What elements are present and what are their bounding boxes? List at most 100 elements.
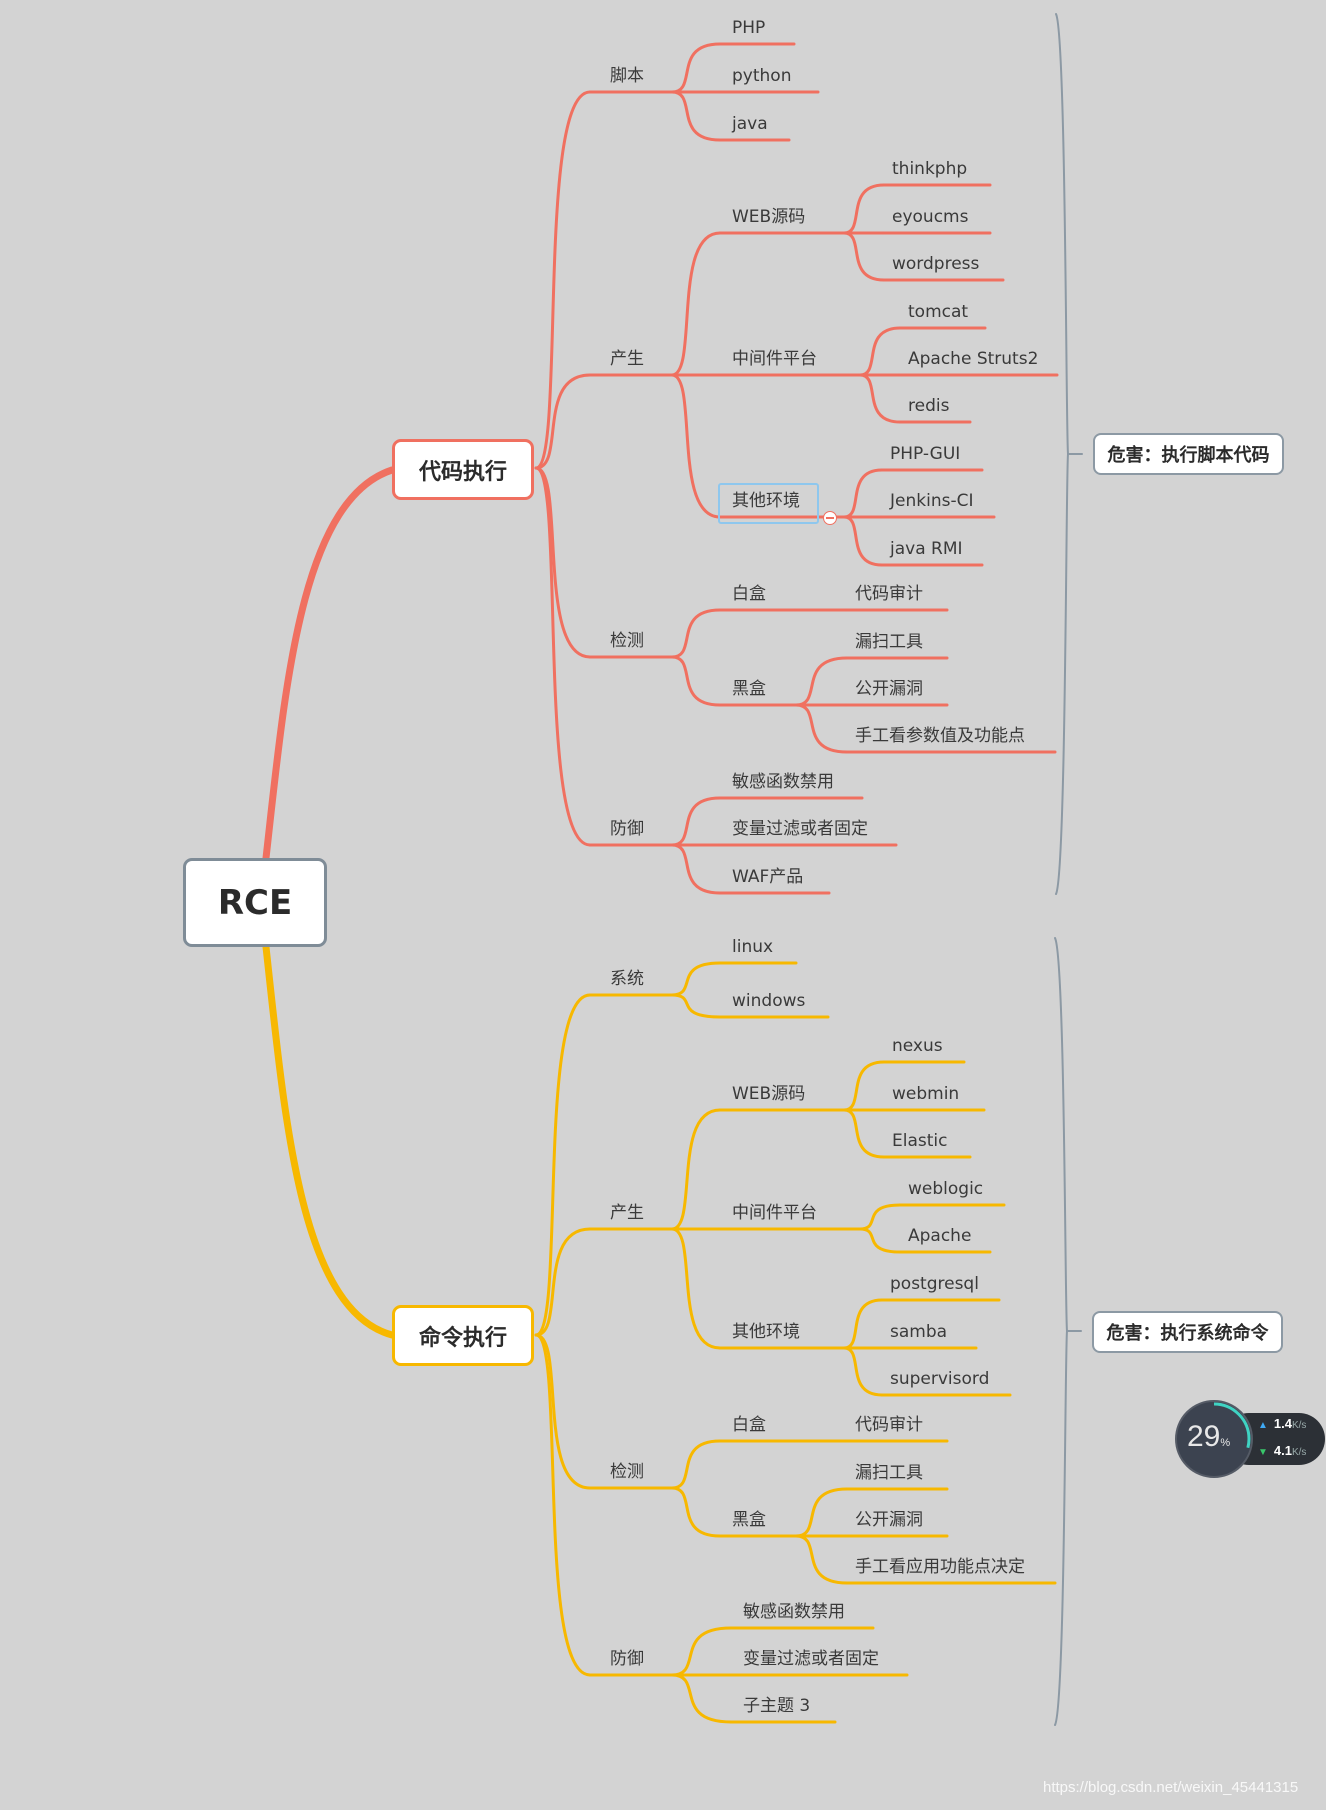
edge-cmd-l3-1-1-0 [858,1203,902,1231]
topic-code-l1-2[interactable]: 检测 [610,631,644,651]
edge-code-l2-0-0 [670,42,722,94]
topic-code-l3-2-1-2[interactable]: 手工看参数值及功能点 [855,726,1025,746]
topic-cmd-l3-1-2-1[interactable]: samba [890,1322,948,1342]
edge-cmd-l1-1 [534,1227,592,1337]
topic-code-l2-1-0[interactable]: WEB源码 [732,207,806,227]
topic-cmd-l2-3-2[interactable]: 子主题 3 [743,1696,811,1716]
edge-cmd-l2-2-1 [670,1486,722,1538]
topic-code-l3-1-1-0[interactable]: tomcat [908,302,969,322]
topic-code-l3-2-1-1[interactable]: 公开漏洞 [855,679,923,699]
topic-code-l2-3-2[interactable]: WAF产品 [732,867,804,887]
edge-code-l3-1-0-0 [842,183,886,235]
topic-cmd-l2-0-0[interactable]: linux [732,937,774,957]
topic-cmd-l1-0[interactable]: 系统 [610,969,644,989]
topic-cmd-l1-2[interactable]: 检测 [610,1462,644,1482]
edge-code-l2-2-0 [670,608,722,659]
edge-cmd-l2-1-0 [670,1108,722,1231]
topic-cmd-l3-1-0-1[interactable]: webmin [892,1084,960,1104]
edge-cmd-l3-2-1-2 [794,1534,849,1585]
edge-cmd-l2-3-2 [670,1673,733,1724]
topic-code-l2-0-0[interactable]: PHP [732,18,766,38]
topic-code-l3-1-2-2[interactable]: java RMI [890,539,963,559]
summary-node-code-exec[interactable]: 危害：执行脚本代码 [1093,433,1284,475]
topic-code-l2-3-0[interactable]: 敏感函数禁用 [732,772,834,792]
topic-code-l1-0[interactable]: 脚本 [610,66,644,86]
topic-cmd-l2-1-0[interactable]: WEB源码 [732,1084,806,1104]
network-speed-widget[interactable]: 29% ▲1.4K/s ▼4.1K/s [1175,1400,1325,1478]
topic-cmd-l2-3-1[interactable]: 变量过滤或者固定 [743,1649,879,1669]
topic-code-l3-2-0-0[interactable]: 代码审计 [855,584,923,604]
topic-cmd-l1-3[interactable]: 防御 [610,1649,644,1669]
edge-cmd-l1-3 [534,1333,592,1677]
topic-cmd-l3-1-0-0[interactable]: nexus [892,1036,943,1056]
topic-code-l3-1-0-1[interactable]: eyoucms [892,207,969,227]
edge-cmd-l3-1-0-0 [842,1060,886,1112]
edge-cmd-l2-0-0 [670,961,722,997]
upload-arrow-icon: ▲ [1258,1420,1268,1431]
topic-code-l2-0-2[interactable]: java [732,114,768,134]
topic-code-l2-1-2[interactable]: 其他环境 [732,491,800,511]
edge-code-l2-3-2 [670,843,722,895]
edge-code-l2-1-2 [670,373,722,519]
download-speed: ▼4.1K/s [1258,1443,1307,1458]
topic-cmd-l2-2-1[interactable]: 黑盒 [732,1510,766,1530]
topic-code-l1-1[interactable]: 产生 [610,349,644,369]
topic-cmd-l3-1-2-0[interactable]: postgresql [890,1274,979,1294]
edge-cmd-l2-1-2 [670,1227,722,1350]
edge-code-l2-3-0 [670,796,722,847]
edge-cmd-l3-1-2-0 [842,1298,884,1350]
topic-cmd-l3-2-0-0[interactable]: 代码审计 [855,1415,923,1435]
summary-bracket-cmd [1054,937,1069,1726]
branch-node-cmd-exec[interactable]: 命令执行 [392,1305,534,1366]
topic-code-l3-1-0-0[interactable]: thinkphp [892,159,968,179]
topic-code-l3-1-0-2[interactable]: wordpress [892,254,980,274]
edge-code-l3-1-2-0 [842,468,884,519]
collapse-toggle-icon[interactable] [823,511,837,525]
topic-code-l3-1-2-0[interactable]: PHP-GUI [890,444,961,464]
root-edge-code-exec [262,466,396,862]
summary-node-cmd-exec[interactable]: 危害：执行系统命令 [1092,1311,1283,1353]
topic-code-l3-1-2-1[interactable]: Jenkins-CI [890,491,974,511]
topic-cmd-l2-0-1[interactable]: windows [732,991,806,1011]
summary-bracket-code [1055,13,1070,895]
edge-cmd-l3-1-0-2 [842,1108,886,1159]
edge-code-l3-1-2-2 [842,515,884,567]
topic-cmd-l3-1-1-0[interactable]: weblogic [908,1179,984,1199]
edge-code-l2-0-2 [670,90,722,142]
topic-cmd-l3-1-1-1[interactable]: Apache [908,1226,972,1246]
topic-cmd-l2-2-0[interactable]: 白盒 [732,1415,766,1435]
topic-code-l2-2-1[interactable]: 黑盒 [732,679,766,699]
branch-node-code-exec[interactable]: 代码执行 [392,439,534,500]
edge-code-l1-3 [534,466,592,847]
topic-code-l2-2-0[interactable]: 白盒 [732,584,766,604]
topic-cmd-l3-1-2-2[interactable]: supervisord [890,1369,990,1389]
topic-cmd-l3-2-1-0[interactable]: 漏扫工具 [855,1463,923,1483]
edge-cmd-l1-2 [534,1333,592,1490]
edge-code-l1-2 [534,466,592,659]
topic-code-l3-1-1-2[interactable]: redis [908,396,950,416]
cpu-usage-percent: 29% [1187,1420,1231,1453]
topic-code-l3-1-1-1[interactable]: Apache Struts2 [908,349,1039,369]
topic-cmd-l2-1-2[interactable]: 其他环境 [732,1322,800,1342]
topic-code-l2-1-1[interactable]: 中间件平台 [732,349,817,369]
edge-code-l2-2-1 [670,655,722,707]
root-node[interactable]: RCE [183,858,327,947]
topic-code-l2-0-1[interactable]: python [732,66,792,86]
topic-cmd-l1-1[interactable]: 产生 [610,1203,644,1223]
edge-cmd-l2-3-0 [670,1626,733,1677]
topic-cmd-l2-3-0[interactable]: 敏感函数禁用 [743,1602,845,1622]
cpu-usage-circle [1175,1400,1253,1478]
topic-code-l1-3[interactable]: 防御 [610,819,644,839]
edge-code-l3-2-1-2 [794,703,849,754]
topic-cmd-l3-1-0-2[interactable]: Elastic [892,1131,948,1151]
topic-cmd-l3-2-1-1[interactable]: 公开漏洞 [855,1510,923,1530]
edge-cmd-l3-2-1-0 [794,1487,849,1538]
topic-cmd-l2-1-1[interactable]: 中间件平台 [732,1203,817,1223]
topic-code-l3-2-1-0[interactable]: 漏扫工具 [855,632,923,652]
topic-code-l2-3-1[interactable]: 变量过滤或者固定 [732,819,868,839]
edge-code-l3-1-0-2 [842,231,886,282]
topic-cmd-l3-2-1-2[interactable]: 手工看应用功能点决定 [855,1557,1025,1577]
edge-cmd-l3-1-2-2 [842,1346,884,1397]
cpu-usage-ring [1177,1402,1251,1476]
